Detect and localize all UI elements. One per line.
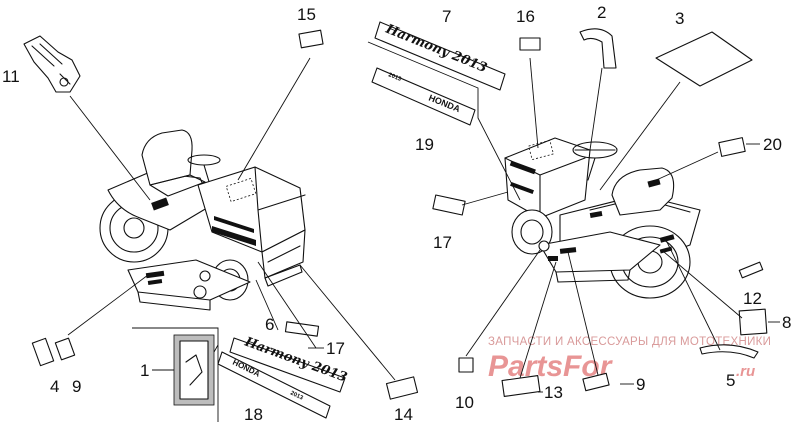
callout-19: 19	[415, 135, 434, 154]
bracket-line-7-19	[367, 41, 521, 201]
decal-part-1	[173, 334, 215, 406]
decal-part-10	[458, 357, 474, 373]
decal-part-19: HONDA 2013	[371, 67, 476, 126]
decal-7-harmony-text: Harmony 2013	[383, 21, 489, 76]
callout-12: 12	[743, 289, 762, 308]
decal-part-9-right	[582, 372, 610, 392]
callout-13: 13	[544, 383, 563, 402]
callout-8: 8	[782, 313, 791, 332]
decal-part-14	[385, 376, 419, 400]
decal-part-8	[738, 308, 768, 336]
decal-part-12	[738, 261, 764, 279]
decal-19-code-text: 2013	[387, 72, 402, 83]
right-tractor-illustration	[504, 137, 701, 299]
callout-15: 15	[297, 5, 316, 24]
callout-4: 4	[50, 377, 59, 396]
decal-part-9-left	[54, 337, 76, 361]
callout-9-left: 9	[72, 377, 81, 396]
callout-5: 5	[726, 371, 735, 390]
decal-part-2	[579, 28, 617, 69]
decal-part-15	[298, 29, 324, 49]
watermark-logo-suffix: .ru	[736, 363, 755, 380]
callout-17-right: 17	[433, 233, 452, 252]
watermark-caption: ЗАПЧАСТИ И АКСЕССУАРЫ ДЛЯ МОТОТЕХНИКИ	[488, 336, 771, 348]
leader-lines	[67, 57, 743, 381]
callout-17-left: 17	[326, 339, 345, 358]
decal-part-17-left	[284, 321, 320, 337]
decal-part-16	[519, 37, 541, 51]
callout-10: 10	[455, 393, 474, 412]
callout-ticks	[152, 143, 780, 393]
decal-part-17-right	[432, 194, 466, 216]
decal-part-4	[31, 337, 55, 367]
callout-2: 2	[597, 3, 606, 22]
left-tractor-illustration	[99, 129, 306, 311]
decal-part-5	[699, 344, 759, 359]
callout-6: 6	[265, 315, 274, 334]
callout-14: 14	[394, 405, 413, 424]
callout-11: 11	[2, 67, 20, 86]
callout-9-right: 9	[636, 375, 645, 394]
bracket-line-1-6-18	[132, 327, 219, 422]
callout-20: 20	[763, 135, 782, 154]
callout-7: 7	[442, 7, 451, 26]
decal-part-3	[655, 31, 753, 87]
callout-16: 16	[516, 7, 535, 26]
callout-1: 1	[140, 361, 149, 380]
callout-18: 18	[244, 405, 263, 424]
callout-3: 3	[675, 9, 684, 28]
decal-part-13	[501, 375, 541, 397]
callout-numbers: 1 2 3 4 5 6 7 8 9 9 10 11 12 13 14 15 16…	[2, 3, 791, 424]
decal-part-20	[718, 137, 746, 157]
decal-18-code-text: 2013	[289, 390, 304, 402]
decal-part-11	[23, 35, 81, 93]
